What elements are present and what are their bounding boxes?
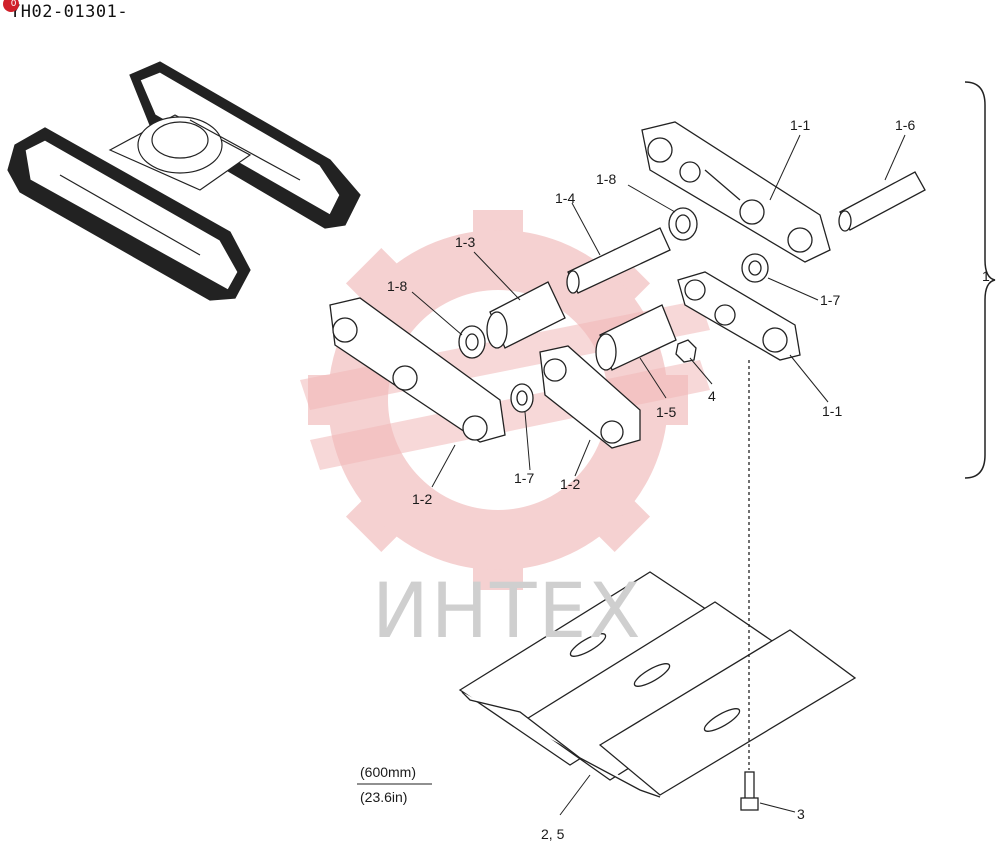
label-4: 4 bbox=[708, 388, 716, 404]
link-1-2-left bbox=[329, 297, 506, 443]
label-1-7-right: 1-7 bbox=[820, 292, 841, 308]
spacer-1-8-top bbox=[668, 207, 698, 241]
dimension-metric: (600mm) bbox=[360, 764, 417, 780]
undercarriage-illustration bbox=[7, 61, 361, 301]
label-1-4: 1-4 bbox=[555, 190, 576, 206]
label-1-2-left: 1-2 bbox=[412, 491, 433, 507]
bushing-1-3 bbox=[486, 281, 566, 349]
link-1-2-mid bbox=[539, 345, 641, 449]
assembly-brace bbox=[964, 81, 996, 479]
nut-4 bbox=[675, 339, 697, 363]
pin-1-6 bbox=[838, 171, 926, 232]
spacer-1-8-left bbox=[458, 325, 486, 359]
watermark-text: ИНТЕХ bbox=[372, 566, 643, 655]
leader-lines bbox=[411, 134, 906, 816]
label-1-5: 1-5 bbox=[656, 404, 677, 420]
label-1-8-left: 1-8 bbox=[387, 278, 408, 294]
pin-1-4 bbox=[566, 227, 671, 294]
bolt-3 bbox=[740, 360, 759, 811]
label-1-1-top: 1-1 bbox=[790, 117, 811, 133]
label-1-3: 1-3 bbox=[455, 234, 476, 250]
bushing-1-5 bbox=[595, 304, 677, 371]
washer-1-7-right bbox=[741, 253, 769, 283]
washer-1-7-left bbox=[510, 383, 534, 413]
label-assembly: 1 bbox=[982, 268, 990, 284]
label-1-7-left: 1-7 bbox=[514, 470, 535, 486]
label-1-6: 1-6 bbox=[895, 117, 916, 133]
badge-icon: 0 bbox=[3, 0, 19, 12]
link-1-1-top bbox=[641, 121, 831, 263]
label-2-5: 2, 5 bbox=[541, 826, 565, 842]
label-1-8-top: 1-8 bbox=[596, 171, 617, 187]
dimension-imperial: (23.6in) bbox=[360, 789, 408, 805]
track-shoes-2-5 bbox=[458, 571, 857, 798]
serial-text: YH02-01301- bbox=[10, 2, 129, 22]
label-1-1-bottom: 1-1 bbox=[822, 403, 843, 419]
label-3: 3 bbox=[797, 806, 805, 822]
link-1-1-bottom bbox=[677, 271, 801, 361]
serial-number: 0 YH02-01301- bbox=[3, 0, 129, 22]
label-1-2-mid: 1-2 bbox=[560, 476, 581, 492]
